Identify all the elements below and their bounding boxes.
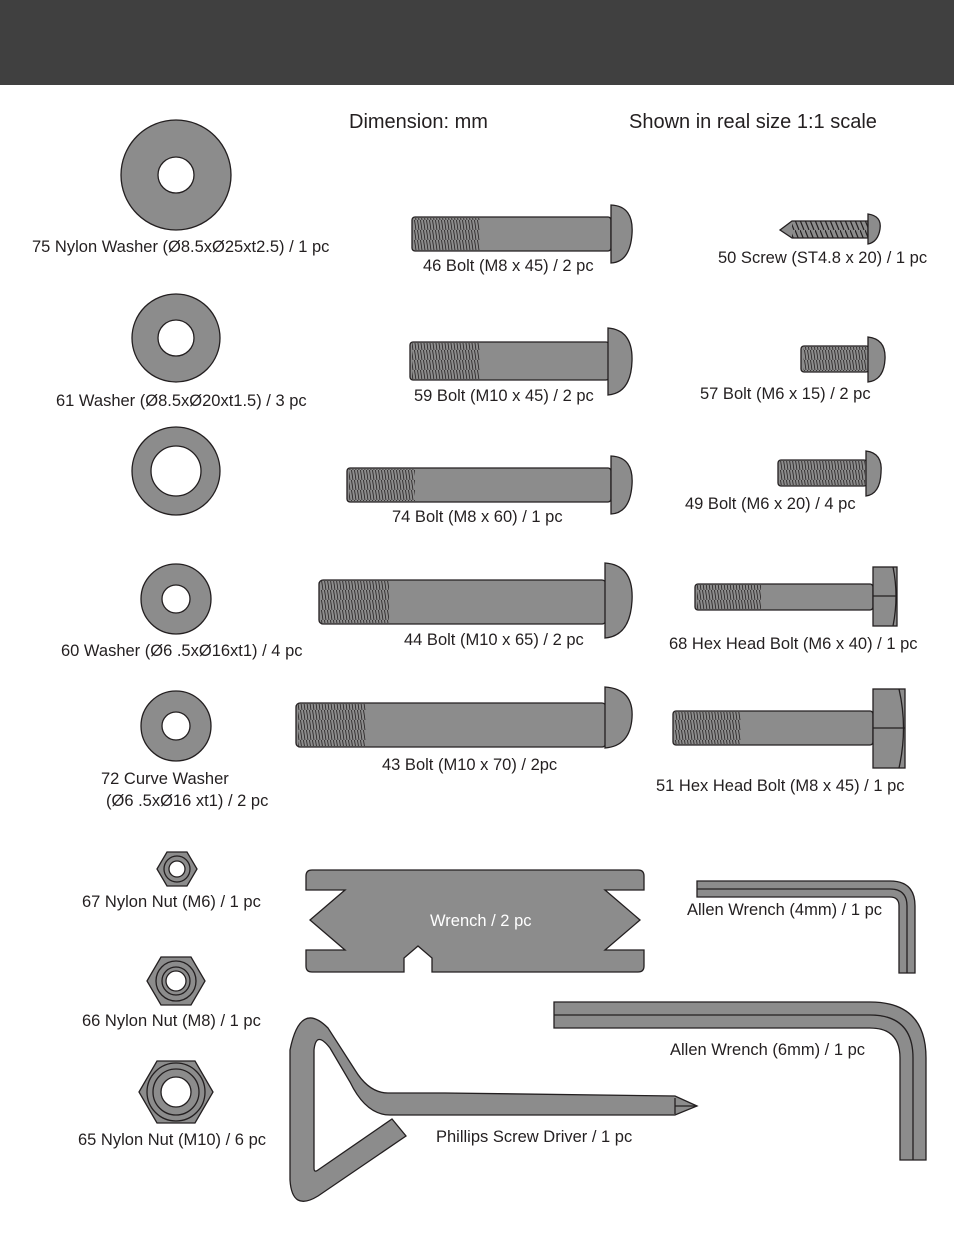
nut-66-label: 66 Nylon Nut (M8) / 1 pc [82,1012,261,1030]
allen-4-label: Allen Wrench (4mm) / 1 pc [687,901,883,919]
wrench-drawing [305,869,645,973]
bolt-43-drawing [295,686,633,749]
washer-72-label-line2: (Ø6 .5xØ16 xt1) / 2 pc [106,792,269,810]
bolt-49-label: 49 Bolt (M6 x 20) / 4 pc [685,495,856,513]
washer-unlabeled-drawing [131,426,221,516]
bolt-44-label: 44 Bolt (M10 x 65) / 2 pc [404,631,584,649]
washer-60-drawing [140,563,212,635]
screwdriver-label: Phillips Screw Driver / 1 pc [436,1128,633,1146]
scale-note: Shown in real size 1:1 scale [629,111,877,133]
hexbolt-51-drawing [672,688,906,769]
allen-4-drawing [696,880,916,974]
bolt-74-drawing [346,455,633,515]
washer-72-drawing [140,690,212,762]
bolt-46-drawing [411,204,633,264]
nut-65-label: 65 Nylon Nut (M10) / 6 pc [78,1131,266,1149]
hexbolt-68-label: 68 Hex Head Bolt (M6 x 40) / 1 pc [669,635,918,653]
nut-67-drawing [156,851,198,887]
allen-6-label: Allen Wrench (6mm) / 1 pc [670,1041,866,1059]
allen-6-drawing [553,1001,927,1161]
bolt-57-drawing [800,336,886,383]
nut-67-label: 67 Nylon Nut (M6) / 1 pc [82,893,261,911]
bolt-49-drawing [777,450,882,497]
hexbolt-68-drawing [694,566,898,627]
wrench-label: Wrench / 2 pc [430,912,532,930]
bolt-57-label: 57 Bolt (M6 x 15) / 2 pc [700,385,871,403]
washer-61-label: 61 Washer (Ø8.5xØ20xt1.5) / 3 pc [56,392,307,410]
bolt-59-label: 59 Bolt (M10 x 45) / 2 pc [414,387,594,405]
washer-75-drawing [120,119,232,231]
screw-50-label: 50 Screw (ST4.8 x 20) / 1 pc [718,249,928,267]
washer-61-drawing [131,293,221,383]
washer-72-label-line1: 72 Curve Washer [101,770,229,788]
nut-65-drawing [138,1060,214,1124]
bolt-43-label: 43 Bolt (M10 x 70) / 2pc [382,756,558,774]
screw-50-drawing [778,213,881,245]
screwdriver-drawing [289,1017,699,1202]
nut-66-drawing [146,956,206,1006]
washer-60-label: 60 Washer (Ø6 .5xØ16xt1) / 4 pc [61,642,303,660]
bolt-74-label: 74 Bolt (M8 x 60) / 1 pc [392,508,563,526]
dimension-note: Dimension: mm [349,111,488,133]
washer-75-label: 75 Nylon Washer (Ø8.5xØ25xt2.5) / 1 pc [32,238,330,256]
bolt-46-label: 46 Bolt (M8 x 45) / 2 pc [423,257,594,275]
bolt-59-drawing [409,327,633,396]
bolt-44-drawing [318,562,633,639]
header-bar [0,0,954,85]
hexbolt-51-label: 51 Hex Head Bolt (M8 x 45) / 1 pc [656,777,905,795]
